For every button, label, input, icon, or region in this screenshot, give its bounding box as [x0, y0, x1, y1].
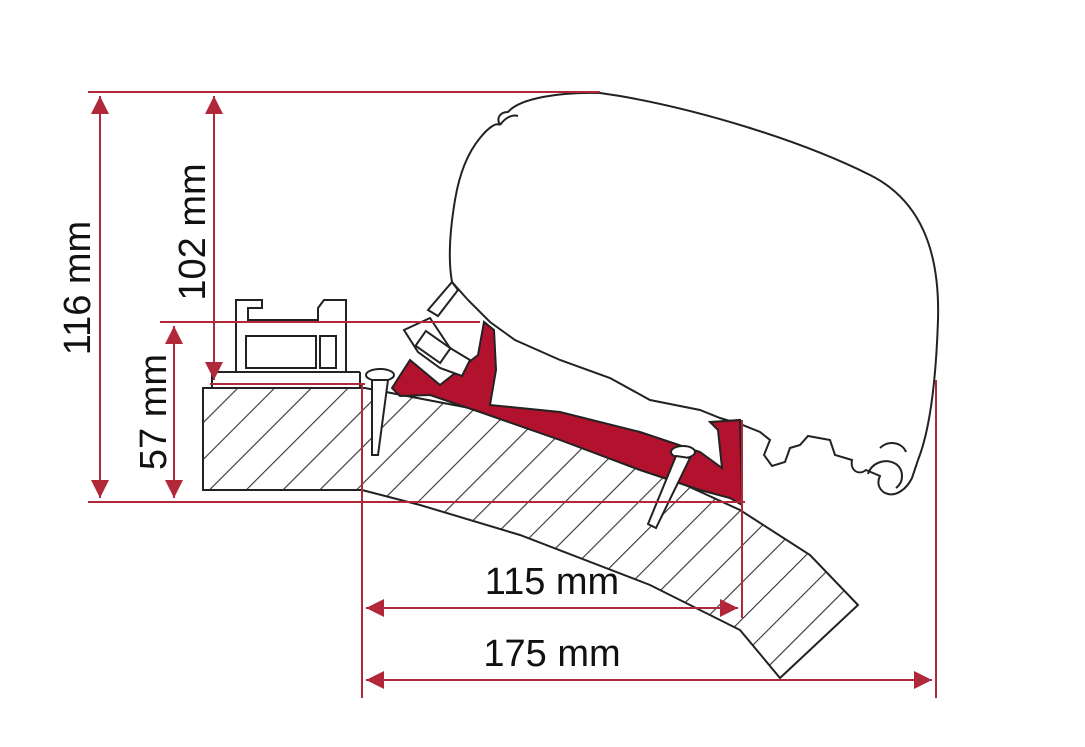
- label-bracket-depth: 115 mm: [485, 561, 619, 603]
- label-total-depth: 175 mm: [483, 633, 620, 675]
- label-awning-height: 102 mm: [172, 163, 214, 300]
- label-rail-height: 57 mm: [133, 354, 175, 470]
- awning-cassette: [448, 91, 940, 496]
- adapter-bracket: [390, 280, 744, 507]
- label-total-height: 116 mm: [57, 221, 99, 355]
- roof-rail-profile: [211, 299, 361, 388]
- dimension-lines: [88, 91, 937, 698]
- screw-left: [365, 368, 395, 456]
